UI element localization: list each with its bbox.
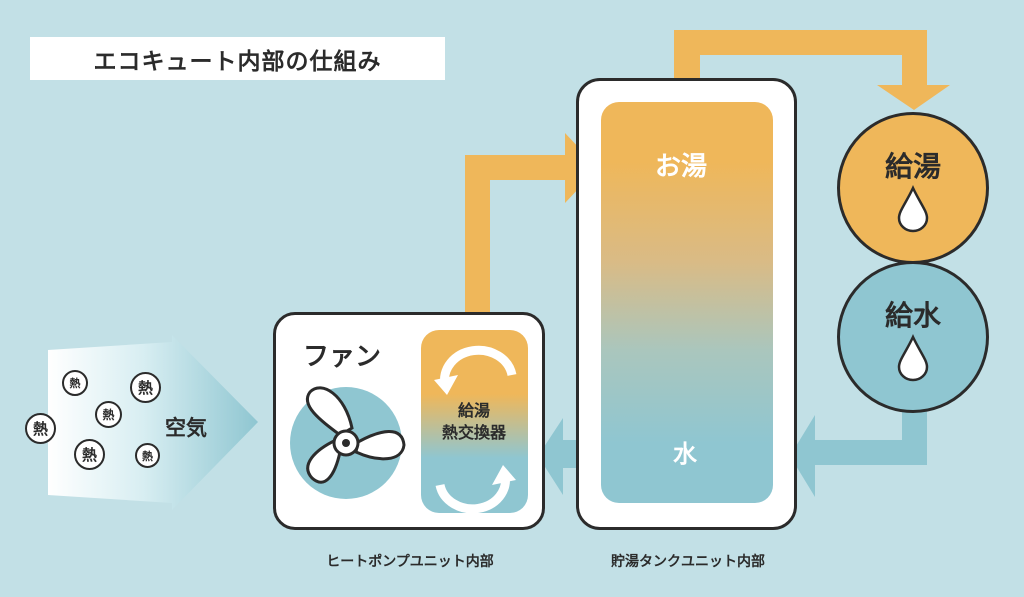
heat-icon: 熱 — [95, 401, 122, 428]
diagram-title: エコキュート内部の仕組み — [30, 37, 445, 80]
tank-caption: 貯湯タンクユニット内部 — [611, 554, 765, 570]
hot-water-supply: 給湯 — [837, 112, 989, 264]
cold-pipe-to-exchanger — [538, 418, 604, 495]
air-flow-arrow — [48, 335, 258, 510]
water-supply: 給水 — [837, 261, 989, 413]
air-label: 空気 — [165, 416, 207, 440]
hot-pipe-to-supply — [674, 30, 950, 110]
exchanger-label-line1: 給湯 — [457, 401, 491, 420]
heat-icon: 熱 — [130, 372, 161, 403]
cold-pipe-to-tank — [790, 405, 927, 497]
exchanger-label-line2: 熱交換器 — [441, 423, 507, 442]
hot-water-label: お湯 — [655, 152, 708, 182]
heat-icon: 熱 — [74, 439, 105, 470]
water-label: 水 — [673, 440, 697, 468]
heat-icon: 熱 — [62, 370, 88, 396]
water-drop-icon — [897, 334, 929, 382]
exchanger-label: 給湯 熱交換器 — [442, 400, 506, 444]
heat-icon: 熱 — [135, 443, 160, 468]
tank-water — [601, 102, 773, 503]
heat-icon: 熱 — [25, 413, 56, 444]
heat-pump-caption: ヒートポンプユニット内部 — [326, 554, 494, 570]
water-supply-label: 給水 — [884, 299, 941, 332]
hot-water-supply-label: 給湯 — [884, 150, 941, 183]
fan-label: ファン — [303, 342, 382, 372]
water-drop-icon — [897, 185, 929, 233]
